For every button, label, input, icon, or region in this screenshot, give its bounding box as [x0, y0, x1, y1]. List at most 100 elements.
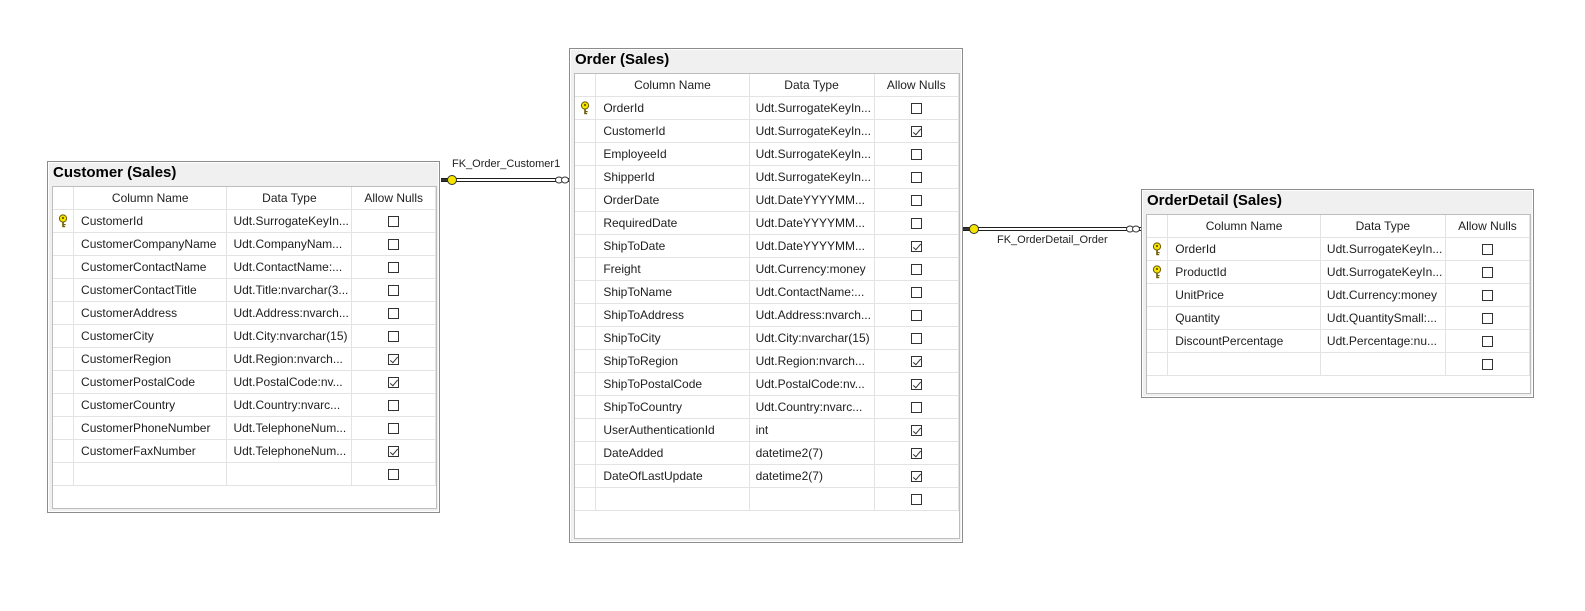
- allow-nulls-checkbox[interactable]: [1481, 290, 1493, 302]
- row-selector[interactable]: [575, 349, 597, 373]
- allow-nulls-checkbox[interactable]: [388, 400, 400, 412]
- row-selector[interactable]: [53, 278, 75, 302]
- data-type-header[interactable]: Data Type: [749, 74, 875, 97]
- column-name-cell[interactable]: CustomerCompanyName: [73, 232, 228, 256]
- data-type-cell[interactable]: Udt.SurrogateKeyIn...: [749, 119, 875, 143]
- data-type-cell[interactable]: Udt.DateYYYYMM...: [749, 234, 875, 258]
- column-name-cell[interactable]: DiscountPercentage: [1167, 329, 1321, 353]
- allow-nulls-header[interactable]: Allow Nulls: [351, 187, 436, 210]
- row-selector[interactable]: [575, 303, 597, 327]
- allow-nulls-checkbox[interactable]: [388, 469, 400, 481]
- column-name-cell[interactable]: ShipToCity: [595, 326, 750, 350]
- column-name-header[interactable]: Column Name: [595, 74, 750, 97]
- row-selector[interactable]: [1147, 283, 1169, 307]
- allow-nulls-checkbox[interactable]: [1481, 267, 1493, 279]
- column-row[interactable]: [1147, 352, 1530, 376]
- row-selector[interactable]: [53, 416, 75, 440]
- data-type-cell[interactable]: Udt.TelephoneNum...: [226, 439, 353, 463]
- row-selector[interactable]: [575, 372, 597, 396]
- column-name-cell[interactable]: ShipToPostalCode: [595, 372, 750, 396]
- column-name-cell[interactable]: CustomerRegion: [73, 347, 228, 371]
- column-name-cell[interactable]: CustomerAddress: [73, 301, 228, 325]
- row-selector[interactable]: [53, 439, 75, 463]
- data-type-cell[interactable]: Udt.QuantitySmall:...: [1320, 306, 1446, 330]
- row-selector[interactable]: [575, 280, 597, 304]
- allow-nulls-checkbox[interactable]: [910, 379, 922, 391]
- row-selector[interactable]: [575, 326, 597, 350]
- column-name-cell[interactable]: ShipperId: [595, 165, 750, 189]
- allow-nulls-header[interactable]: Allow Nulls: [1445, 215, 1530, 238]
- row-selector-header[interactable]: [53, 187, 75, 210]
- allow-nulls-checkbox[interactable]: [910, 333, 922, 345]
- row-selector[interactable]: [53, 370, 75, 394]
- allow-nulls-checkbox[interactable]: [910, 287, 922, 299]
- allow-nulls-checkbox[interactable]: [388, 423, 400, 435]
- allow-nulls-checkbox[interactable]: [910, 425, 922, 437]
- allow-nulls-checkbox[interactable]: [910, 402, 922, 414]
- column-name-cell[interactable]: [1167, 352, 1321, 376]
- row-selector[interactable]: [53, 301, 75, 325]
- column-row[interactable]: [53, 462, 436, 486]
- data-type-header[interactable]: Data Type: [1320, 215, 1446, 238]
- column-name-cell[interactable]: RequiredDate: [595, 211, 750, 235]
- row-selector[interactable]: [53, 324, 75, 348]
- column-name-header[interactable]: Column Name: [1167, 215, 1321, 238]
- data-type-cell[interactable]: Udt.Currency:money: [1320, 283, 1446, 307]
- data-type-cell[interactable]: Udt.Country:nvarc...: [226, 393, 353, 417]
- column-name-cell[interactable]: DateOfLastUpdate: [595, 464, 750, 488]
- allow-nulls-checkbox[interactable]: [910, 195, 922, 207]
- row-selector[interactable]: [53, 393, 75, 417]
- allow-nulls-checkbox[interactable]: [388, 446, 400, 458]
- row-selector[interactable]: [1147, 306, 1169, 330]
- allow-nulls-checkbox[interactable]: [388, 377, 400, 389]
- row-selector[interactable]: [575, 464, 597, 488]
- allow-nulls-checkbox[interactable]: [910, 310, 922, 322]
- column-name-cell[interactable]: UserAuthenticationId: [595, 418, 750, 442]
- data-type-cell[interactable]: Udt.DateYYYYMM...: [749, 211, 875, 235]
- row-selector[interactable]: [575, 142, 597, 166]
- data-type-cell[interactable]: Udt.SurrogateKeyIn...: [749, 96, 875, 120]
- data-type-cell[interactable]: Udt.SurrogateKeyIn...: [749, 165, 875, 189]
- allow-nulls-checkbox[interactable]: [388, 216, 400, 228]
- allow-nulls-checkbox[interactable]: [388, 262, 400, 274]
- row-selector[interactable]: [53, 232, 75, 256]
- column-name-cell[interactable]: OrderId: [595, 96, 750, 120]
- data-type-cell[interactable]: Udt.Address:nvarch...: [226, 301, 353, 325]
- row-selector[interactable]: [575, 441, 597, 465]
- column-name-cell[interactable]: DateAdded: [595, 441, 750, 465]
- allow-nulls-checkbox[interactable]: [388, 285, 400, 297]
- allow-nulls-checkbox[interactable]: [1481, 313, 1493, 325]
- row-selector-header[interactable]: [575, 74, 597, 97]
- data-type-cell[interactable]: Udt.Currency:money: [749, 257, 875, 281]
- allow-nulls-checkbox[interactable]: [910, 356, 922, 368]
- row-selector[interactable]: [53, 209, 75, 233]
- allow-nulls-checkbox[interactable]: [910, 471, 922, 483]
- allow-nulls-checkbox[interactable]: [1481, 336, 1493, 348]
- column-name-cell[interactable]: ShipToRegion: [595, 349, 750, 373]
- row-selector[interactable]: [1147, 260, 1169, 284]
- data-type-cell[interactable]: Udt.ContactName:...: [749, 280, 875, 304]
